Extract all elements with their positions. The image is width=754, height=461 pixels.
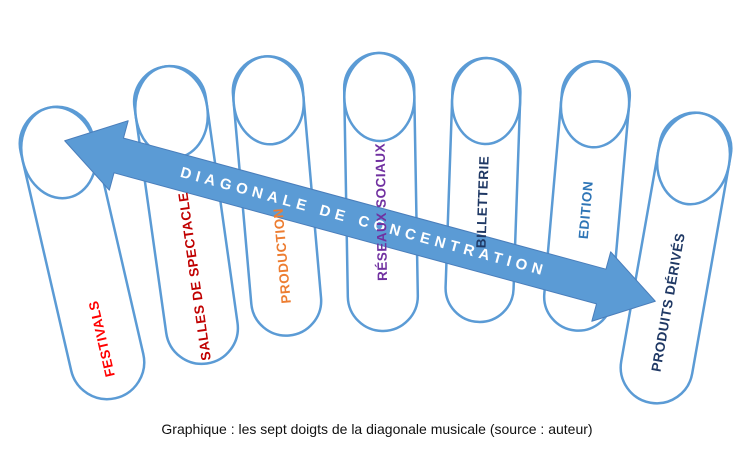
figure-caption: Graphique : les sept doigts de la diagon… xyxy=(161,421,593,437)
finger-produits-derives xyxy=(619,111,733,405)
finger-festivals xyxy=(18,105,146,401)
finger-salles-de-spectacle xyxy=(132,64,240,366)
finger-label-edition: EDITION xyxy=(576,180,596,239)
finger-label-billetterie: BILLETTERIE xyxy=(473,156,491,249)
finger-reseaux-sociaux xyxy=(342,51,420,333)
finger-tip-icon xyxy=(450,56,522,146)
finger-tip-icon xyxy=(655,111,732,206)
concentration-arrow xyxy=(64,120,656,322)
seven-fingers-diagram: DIAGONALE DE CONCENTRATION FESTIVALS SAL… xyxy=(18,51,733,405)
finger-label-reseaux-sociaux: RÉSEAUX SOCIAUX xyxy=(373,143,390,281)
finger-tip-icon xyxy=(232,55,305,146)
finger-tip-icon xyxy=(343,51,416,143)
finger-tip-icon xyxy=(559,60,631,149)
